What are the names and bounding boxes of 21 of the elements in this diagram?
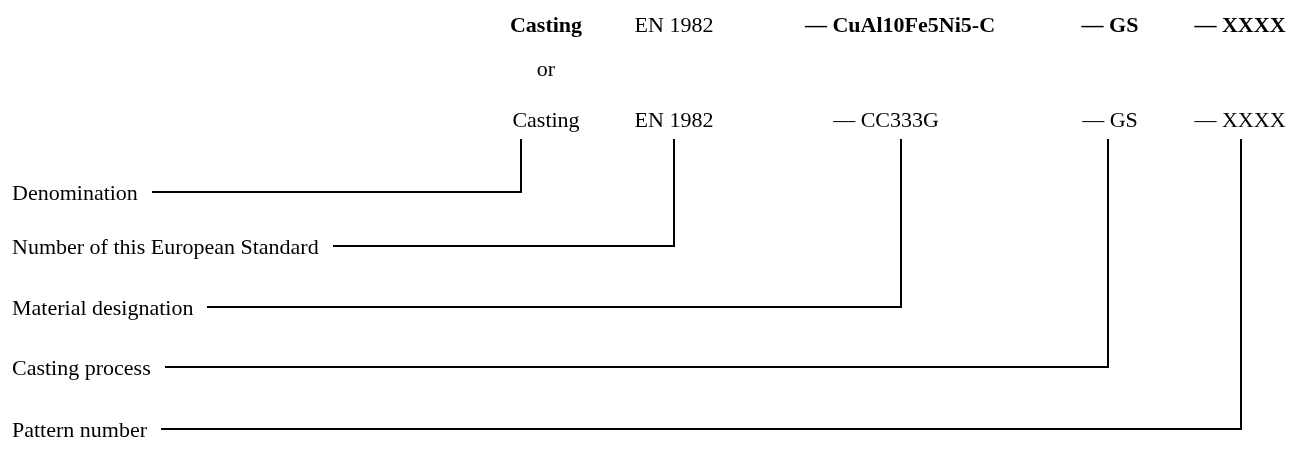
designation-part: — CuAl10Fe5Ni5-C [805,12,995,38]
designation-part: — XXXX [1194,107,1286,133]
callout-text: Casting process [12,355,165,381]
leader-line [332,138,675,247]
designation-part: Casting [509,12,583,38]
callout-text: Denomination [12,180,152,206]
callout-text: Material designation [12,295,208,321]
designation-part: — XXXX [1194,12,1286,38]
connector-word: or [536,56,556,82]
leader-line [151,138,522,193]
leader-line [164,138,1109,368]
designation-part: EN 1982 [634,107,714,133]
leader-line [160,138,1242,430]
designation-part: EN 1982 [634,12,714,38]
callout-text: Number of this European Standard [12,234,333,260]
designation-part: — CC333G [833,107,939,133]
designation-part: — GS [1081,12,1139,38]
callout-text: Pattern number [12,417,162,443]
designation-part: Casting [512,107,580,133]
leader-line [206,138,902,308]
designation-part: — GS [1082,107,1138,133]
